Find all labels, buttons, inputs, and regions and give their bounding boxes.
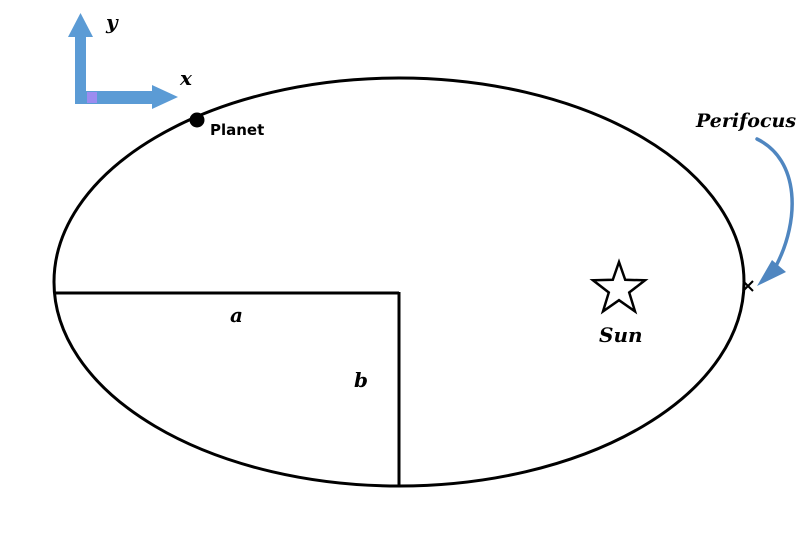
axes-indicator: y x	[68, 10, 193, 109]
semi-major-axis-label: a	[230, 303, 243, 327]
semi-minor-axis-label: b	[354, 368, 368, 392]
perifocus-label: Perifocus	[695, 110, 796, 132]
x-mark-icon	[742, 280, 754, 292]
sun-label: Sun	[599, 323, 643, 347]
x-axis-arrow-head	[152, 85, 178, 109]
y-axis-arrow-head	[68, 13, 93, 37]
x-axis-label: x	[179, 66, 193, 90]
y-axis-label: y	[105, 10, 119, 34]
star-icon	[589, 258, 649, 315]
planet-label: Planet	[210, 121, 264, 139]
planet-icon	[189, 112, 205, 128]
axes-origin-marker	[87, 92, 97, 103]
perifocus-arrow	[755, 137, 794, 268]
perifocus-arrow-head	[757, 260, 786, 286]
y-axis-arrow-shaft	[75, 36, 86, 104]
